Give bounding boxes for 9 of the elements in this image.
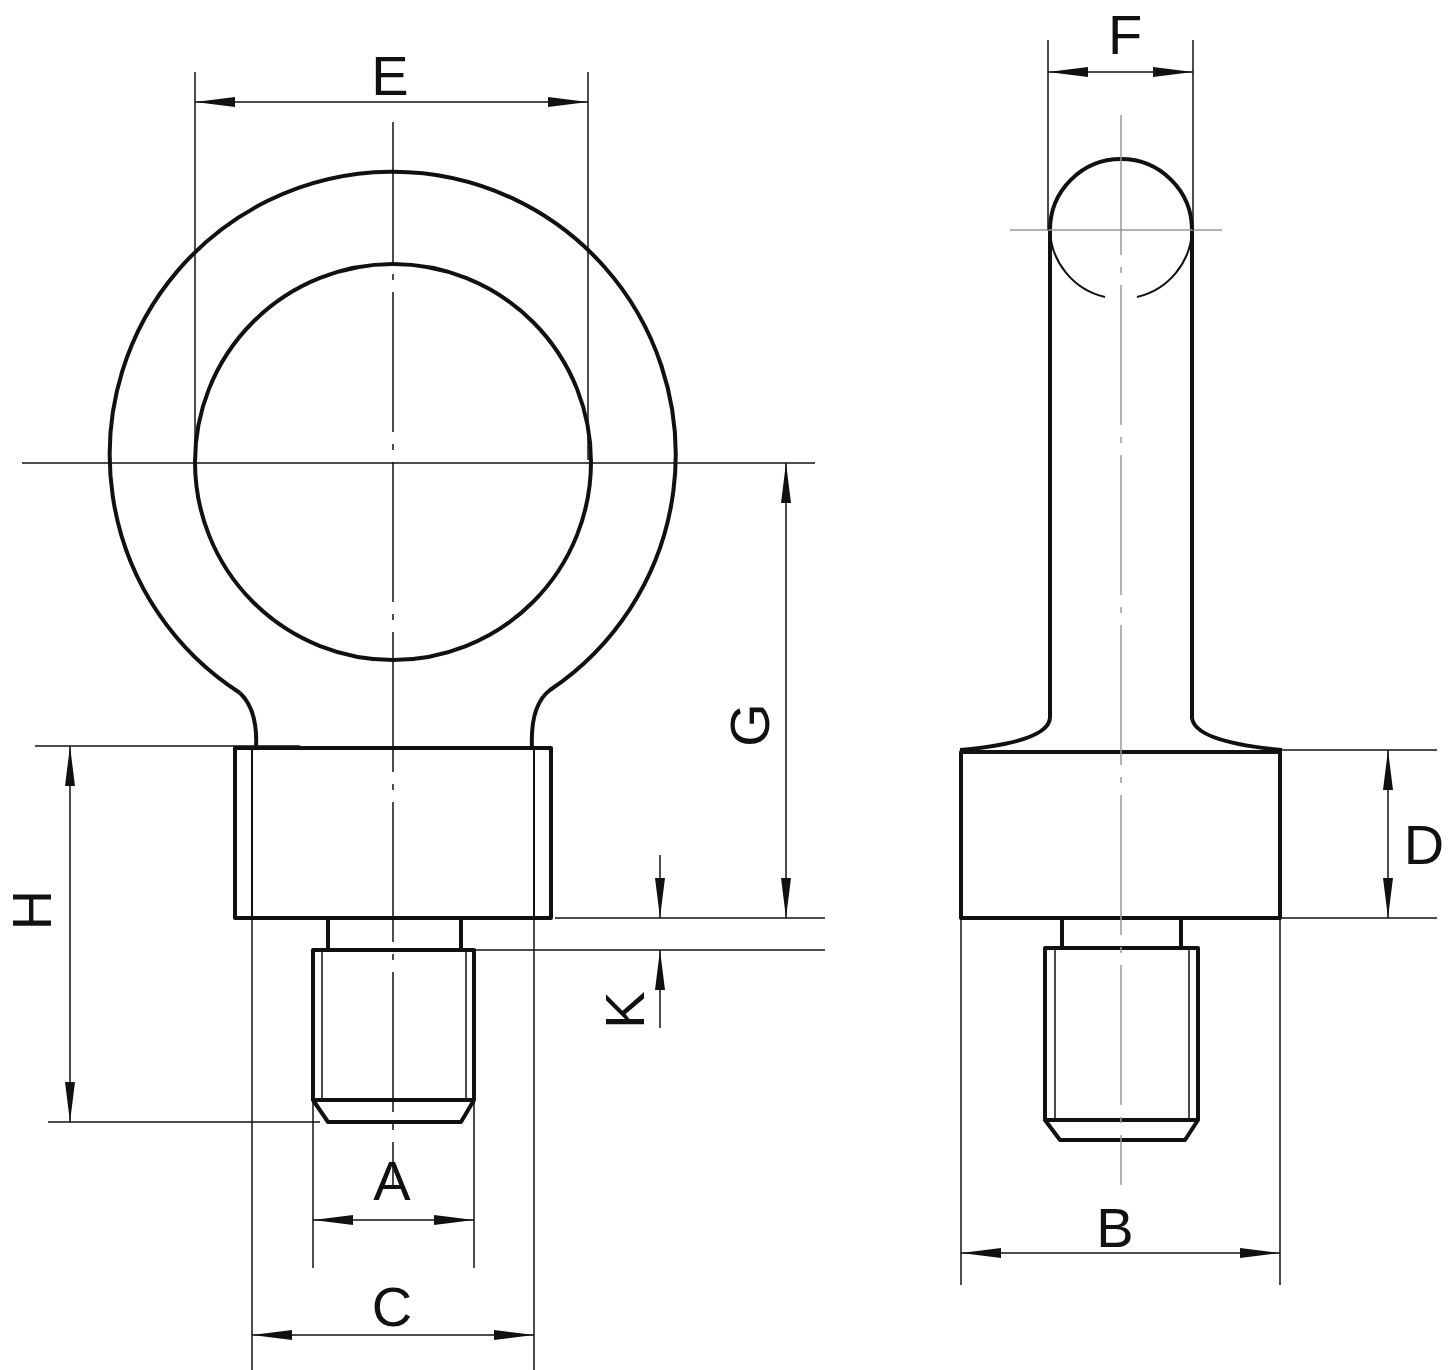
dimension-label: B [1096,1200,1134,1256]
dimension-label: G [722,703,778,747]
dimension-label: K [597,991,653,1029]
dimension-label: H [4,889,60,931]
dimension-label: D [1403,817,1445,873]
dimension-label: F [1107,7,1143,63]
dimension-label: A [373,1153,411,1209]
dimension-label: C [371,1279,413,1335]
dimension-label: E [371,48,409,104]
